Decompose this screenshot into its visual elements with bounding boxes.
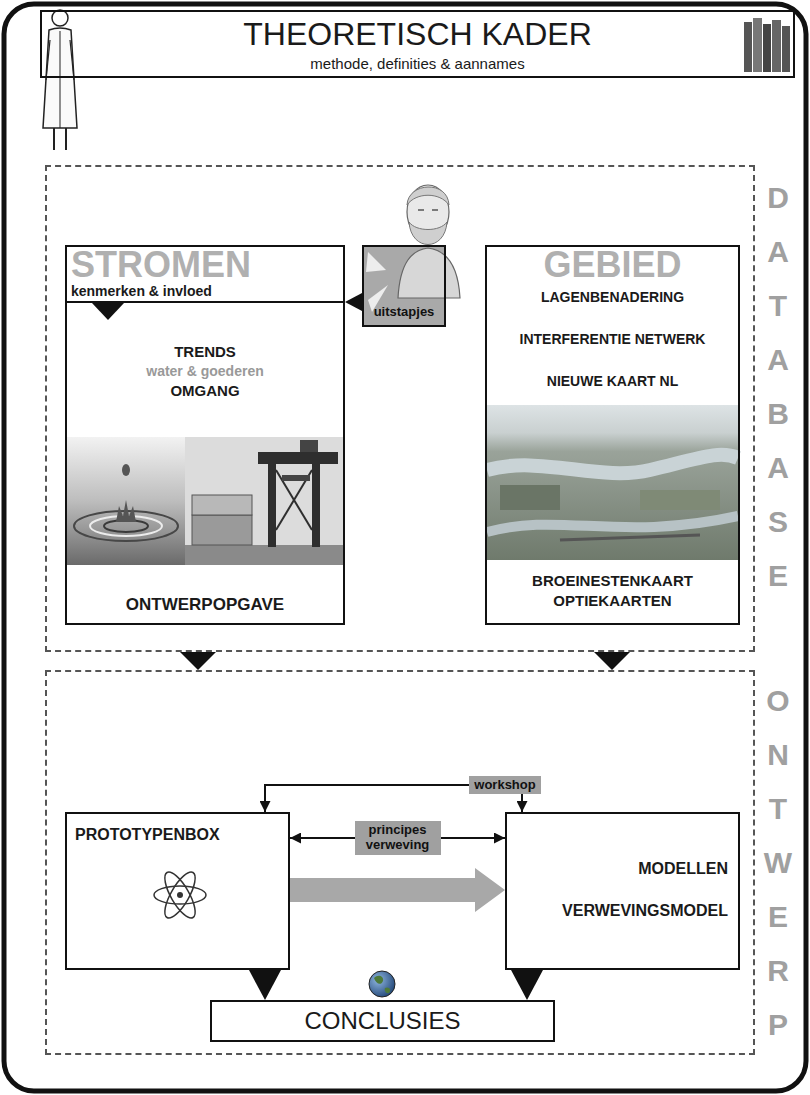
- books-icon: [782, 26, 790, 72]
- crane-photo: [276, 470, 312, 530]
- edge-label: workshop: [469, 776, 540, 795]
- panel-footer: ONTWERPOPGAVE: [65, 595, 345, 615]
- outer-frame: [4, 4, 806, 1091]
- scholar-icon: [43, 10, 77, 150]
- topic-label: NIEUWE KAART NL: [485, 373, 740, 389]
- arrow-shape: [249, 970, 281, 1000]
- panel-heading: GEBIED: [485, 246, 740, 284]
- arrow-shape: [594, 652, 630, 670]
- conclusions-box: CONCLUSIES: [210, 1000, 555, 1042]
- connectors: [180, 293, 630, 1000]
- scholar-icon: [53, 128, 55, 150]
- crane-photo: [192, 495, 252, 515]
- excursion-emblem: [398, 248, 460, 298]
- water-drop-photo: [116, 500, 136, 522]
- excursion-emblem: [366, 252, 386, 272]
- scholar-icon: [65, 128, 67, 150]
- crane-photo: [258, 452, 338, 464]
- books-icon: [753, 18, 762, 72]
- box-label: CONCLUSIES: [210, 1007, 555, 1035]
- excursion-emblem: [409, 222, 447, 245]
- design-region: ONTWERPPROTOTYPENBOXMODELLENVERWEVINGSMO…: [45, 670, 755, 1055]
- flows-panel: STROMENkenmerken & invloedTRENDS water & …: [65, 245, 345, 625]
- panel-heading: STROMEN: [71, 246, 339, 284]
- water-drop-photo: [122, 464, 130, 476]
- excursion-emblem: [362, 185, 460, 327]
- globe-icon: [385, 987, 390, 993]
- atom-icon: [159, 868, 201, 922]
- books-icon: [744, 22, 752, 72]
- atom-icon: [177, 892, 183, 898]
- water-drop-photo: [67, 437, 185, 565]
- topic-sublabel: water & goederen: [65, 363, 345, 379]
- crane-photo: [300, 440, 318, 452]
- arrow-shape: [511, 970, 543, 1000]
- river-photo: [487, 405, 738, 560]
- excursion-emblem: [432, 209, 438, 211]
- topic-label: LAGENBENADERING: [485, 289, 740, 305]
- atom-icon: [154, 868, 206, 922]
- box-heading: THEORETISCH KADER: [40, 16, 795, 53]
- vertical-heading: ONTWERP: [763, 674, 793, 1052]
- edge-label: principes verweving: [355, 821, 441, 855]
- crane-photo: [185, 545, 343, 565]
- scholar-icon: [46, 40, 50, 80]
- crane-photo: [312, 462, 320, 547]
- excursion-emblem: [407, 187, 449, 205]
- vertical-heading: DATABASE: [763, 171, 793, 603]
- river-photo: [487, 516, 738, 532]
- area-panel: GEBIED LAGENBENADERING INTERFERENTIE NETWE…: [485, 245, 740, 625]
- topic-label: OMGANG: [65, 382, 345, 399]
- topic-label: INTERFERENTIE NETWERK: [485, 331, 740, 347]
- crane-photo: [276, 470, 312, 530]
- crane-photo: [192, 515, 252, 545]
- prototype-box: PROTOTYPENBOX: [65, 812, 290, 970]
- crane-photo: [282, 475, 310, 481]
- atom-icon: [154, 886, 206, 904]
- heading-underline: [65, 301, 345, 303]
- water-drop-photo: [67, 437, 185, 565]
- arrow-shape: [180, 652, 216, 670]
- topic-label: TRENDS: [65, 343, 345, 360]
- globe-icon: [374, 976, 383, 984]
- arrow-shape: [345, 293, 362, 311]
- box-label: PROTOTYPENBOX: [75, 826, 280, 844]
- heading-underline: [92, 303, 124, 320]
- box-label: uitstapjes: [362, 305, 446, 320]
- atom-icon: [159, 868, 201, 922]
- arrow-shape: [290, 868, 505, 912]
- books-icon: [763, 24, 771, 72]
- heading-underline: [65, 302, 345, 320]
- books-icon: [772, 20, 781, 72]
- excursions-box: uitstapjes: [362, 245, 446, 327]
- box-subtitle: methode, definities & aannames: [40, 55, 795, 72]
- crane-photo: [268, 462, 276, 547]
- panel-subheading: kenmerken & invloed: [71, 283, 339, 299]
- models-box: MODELLEN VERWEVINGSMODEL: [505, 812, 740, 970]
- globe-icon: [369, 971, 395, 997]
- books-icon: [744, 18, 790, 72]
- globe-icon: [369, 971, 395, 997]
- panel-footer: BROEINESTENKAART OPTIEKAARTEN: [505, 571, 720, 611]
- river-photo: [640, 490, 720, 510]
- scholar-icon: [52, 10, 68, 26]
- scholar-icon: [43, 28, 77, 128]
- crane-photo: [185, 437, 343, 565]
- box-label: VERWEVINGSMODEL: [515, 902, 728, 920]
- river-photo: [560, 535, 700, 540]
- framework-box: THEORETISCH KADER methode, definities & a…: [40, 10, 795, 78]
- scholar-icon: [70, 40, 74, 80]
- box-label: MODELLEN: [515, 860, 728, 878]
- scholar-icon: [60, 31, 61, 128]
- crane-photo: [185, 437, 343, 565]
- river-photo: [500, 485, 560, 510]
- excursion-emblem: [418, 209, 424, 211]
- river-photo: [487, 455, 738, 473]
- database-region: DATABASESTROMENkenmerken & invloedTRENDS…: [45, 165, 755, 652]
- river-photo: [487, 405, 738, 560]
